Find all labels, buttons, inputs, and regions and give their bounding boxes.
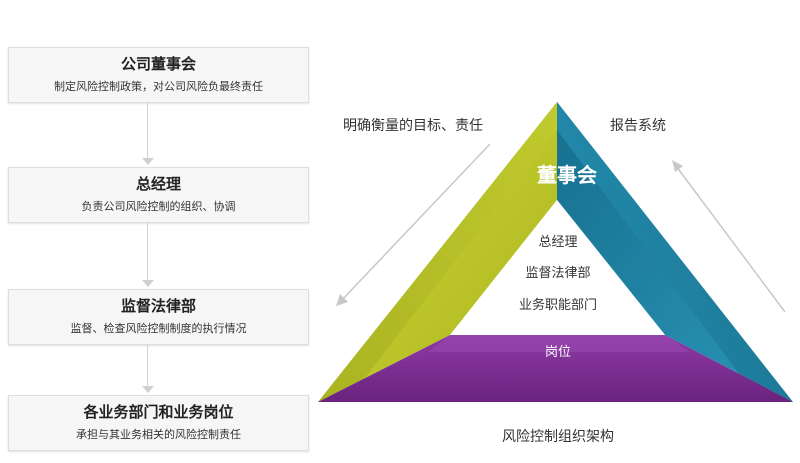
flow-box-title: 总经理 bbox=[135, 175, 181, 193]
down-arrow-icon bbox=[142, 280, 154, 287]
flow-box-business-units: 各业务部门和业务岗位 承担与其业务相关的风险控制责任 bbox=[8, 395, 309, 451]
triangle-inner-space bbox=[450, 200, 665, 335]
flow-box-desc: 承担与其业务相关的风险控制责任 bbox=[76, 428, 241, 441]
triangle-middle-item: 监督法律部 bbox=[525, 266, 590, 281]
triangle-right-face-shade bbox=[557, 102, 793, 402]
flow-box-desc: 制定风险控制政策，对公司风险负最终责任 bbox=[54, 80, 263, 93]
triangle-bottom-label: 岗位 bbox=[545, 345, 571, 360]
flow-box-desc: 负责公司风险控制的组织、协调 bbox=[81, 200, 236, 213]
triangle-middle-item: 业务职能部门 bbox=[519, 297, 597, 313]
right-side-label: 报告系统 bbox=[610, 118, 666, 134]
diagram-caption: 风险控制组织架构 bbox=[502, 429, 614, 445]
flow-box-board: 公司董事会 制定风险控制政策，对公司风险负最终责任 bbox=[8, 47, 309, 103]
down-arrow-icon bbox=[142, 158, 154, 165]
triangle-middle-item: 总经理 bbox=[538, 235, 577, 250]
flow-box-title: 监督法律部 bbox=[120, 297, 196, 315]
connector-line bbox=[147, 103, 148, 159]
flow-box-general-manager: 总经理 负责公司风险控制的组织、协调 bbox=[8, 167, 309, 223]
flow-box-title: 公司董事会 bbox=[120, 55, 196, 73]
triangle-left-face-shade bbox=[318, 102, 557, 402]
risk-control-triangle: 董事会 总经理 监督法律部 业务职能部门 岗位 bbox=[318, 102, 793, 402]
flow-box-desc: 监督、检查风险控制制度的执行情况 bbox=[70, 322, 247, 335]
down-arrow-icon bbox=[142, 386, 154, 393]
flow-box-title: 各业务部门和业务岗位 bbox=[83, 403, 234, 421]
connector-line bbox=[147, 223, 148, 281]
left-side-label: 明确衡量的目标、责任 bbox=[343, 118, 483, 134]
connector-line bbox=[147, 345, 148, 387]
left-diagonal-arrow-icon bbox=[336, 143, 491, 306]
right-diagonal-arrow-icon bbox=[672, 160, 786, 313]
flow-box-supervision-legal: 监督法律部 监督、检查风险控制制度的执行情况 bbox=[8, 289, 309, 345]
triangle-bottom-face-highlight bbox=[428, 335, 690, 352]
triangle-top-label: 董事会 bbox=[537, 163, 597, 187]
